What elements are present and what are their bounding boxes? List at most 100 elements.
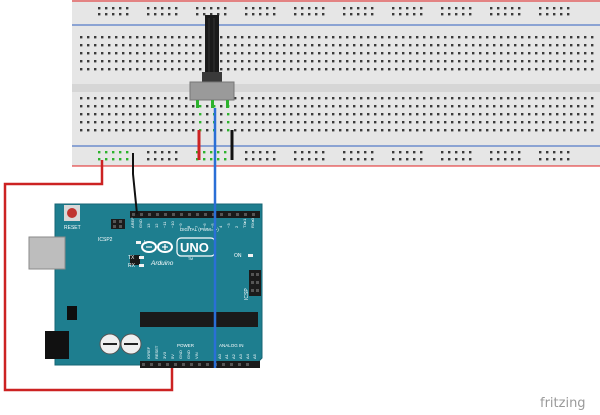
breadboard-hole xyxy=(143,68,146,71)
breadboard-hole xyxy=(220,121,223,124)
breadboard-hole xyxy=(497,158,500,161)
breadboard-body xyxy=(72,0,600,166)
breadboard-hole xyxy=(199,105,202,108)
breadboard-hole xyxy=(472,113,475,116)
breadboard-hole xyxy=(283,36,286,39)
potentiometer xyxy=(189,15,235,108)
breadboard-hole xyxy=(402,68,405,71)
breadboard-hole xyxy=(98,151,101,154)
breadboard-hole xyxy=(409,60,412,63)
breadboard-hole xyxy=(248,97,251,100)
breadboard-hole xyxy=(563,44,566,47)
breadboard-hole xyxy=(283,52,286,55)
breadboard-hole xyxy=(227,68,230,71)
breadboard-hole xyxy=(374,129,377,132)
breadboard-hole xyxy=(136,97,139,100)
breadboard-hole xyxy=(444,44,447,47)
breadboard-hole xyxy=(367,97,370,100)
breadboard-hole xyxy=(451,113,454,116)
header-pin xyxy=(142,363,145,366)
breadboard-hole xyxy=(339,129,342,132)
breadboard-hole xyxy=(346,129,349,132)
breadboard-hole xyxy=(94,97,97,100)
breadboard-hole xyxy=(542,44,545,47)
breadboard-hole xyxy=(234,97,237,100)
header-pin xyxy=(198,363,201,366)
header-pin xyxy=(132,213,135,216)
breadboard-hole xyxy=(143,105,146,108)
breadboard-hole xyxy=(143,129,146,132)
breadboard-hole xyxy=(157,68,160,71)
breadboard-hole xyxy=(353,113,356,116)
breadboard-hole xyxy=(360,68,363,71)
breadboard-hole xyxy=(196,151,199,154)
breadboard-hole xyxy=(542,97,545,100)
potentiometer-pin-1 xyxy=(196,100,199,108)
breadboard-hole xyxy=(346,68,349,71)
breadboard-hole xyxy=(409,97,412,100)
breadboard-hole xyxy=(234,68,237,71)
breadboard-hole xyxy=(399,13,402,16)
breadboard-hole xyxy=(87,105,90,108)
breadboard-hole xyxy=(150,105,153,108)
breadboard-hole xyxy=(332,68,335,71)
breadboard-hole xyxy=(241,52,244,55)
breadboard-hole xyxy=(399,158,402,161)
breadboard-hole xyxy=(514,97,517,100)
breadboard-hole xyxy=(479,36,482,39)
breadboard-hole xyxy=(381,97,384,100)
breadboard-hole xyxy=(290,97,293,100)
breadboard-hole xyxy=(479,44,482,47)
breadboard-hole xyxy=(360,105,363,108)
breadboard-hole xyxy=(402,97,405,100)
breadboard-hole xyxy=(395,68,398,71)
breadboard-hole xyxy=(311,44,314,47)
breadboard-hole xyxy=(154,13,157,16)
breadboard-hole xyxy=(115,129,118,132)
breadboard-hole xyxy=(339,68,342,71)
breadboard-hole xyxy=(304,52,307,55)
breadboard-hole xyxy=(437,97,440,100)
breadboard-hole xyxy=(371,151,374,154)
breadboard-hole xyxy=(304,105,307,108)
breadboard-hole xyxy=(322,158,325,161)
breadboard-hole xyxy=(409,36,412,39)
breadboard-hole xyxy=(493,129,496,132)
breadboard-hole xyxy=(507,68,510,71)
breadboard-hole xyxy=(374,105,377,108)
breadboard-hole xyxy=(262,44,265,47)
breadboard-hole xyxy=(458,105,461,108)
breadboard-hole xyxy=(101,121,104,124)
header-pin xyxy=(113,220,116,223)
breadboard-hole xyxy=(98,13,101,16)
reset-button-cap[interactable] xyxy=(67,208,77,218)
breadboard-hole xyxy=(563,52,566,55)
breadboard-hole xyxy=(318,129,321,132)
breadboard-hole xyxy=(556,68,559,71)
breadboard-hole xyxy=(157,129,160,132)
breadboard-hole xyxy=(171,105,174,108)
breadboard-hole xyxy=(161,151,164,154)
breadboard-hole xyxy=(402,52,405,55)
breadboard-hole xyxy=(584,105,587,108)
breadboard-hole xyxy=(486,36,489,39)
breadboard-hole xyxy=(129,36,132,39)
breadboard-hole xyxy=(514,60,517,63)
breadboard-hole xyxy=(318,36,321,39)
breadboard-hole xyxy=(367,121,370,124)
breadboard-hole xyxy=(486,44,489,47)
breadboard-hole xyxy=(511,151,514,154)
breadboard-hole xyxy=(458,121,461,124)
breadboard-hole xyxy=(308,151,311,154)
breadboard-hole xyxy=(507,52,510,55)
breadboard-hole xyxy=(283,105,286,108)
breadboard-hole xyxy=(94,105,97,108)
breadboard-hole xyxy=(367,36,370,39)
breadboard-hole xyxy=(549,97,552,100)
breadboard-hole xyxy=(108,52,111,55)
breadboard-hole xyxy=(192,68,195,71)
breadboard-hole xyxy=(217,151,220,154)
breadboard-hole xyxy=(245,151,248,154)
breadboard-hole xyxy=(556,129,559,132)
breadboard-hole xyxy=(245,13,248,16)
